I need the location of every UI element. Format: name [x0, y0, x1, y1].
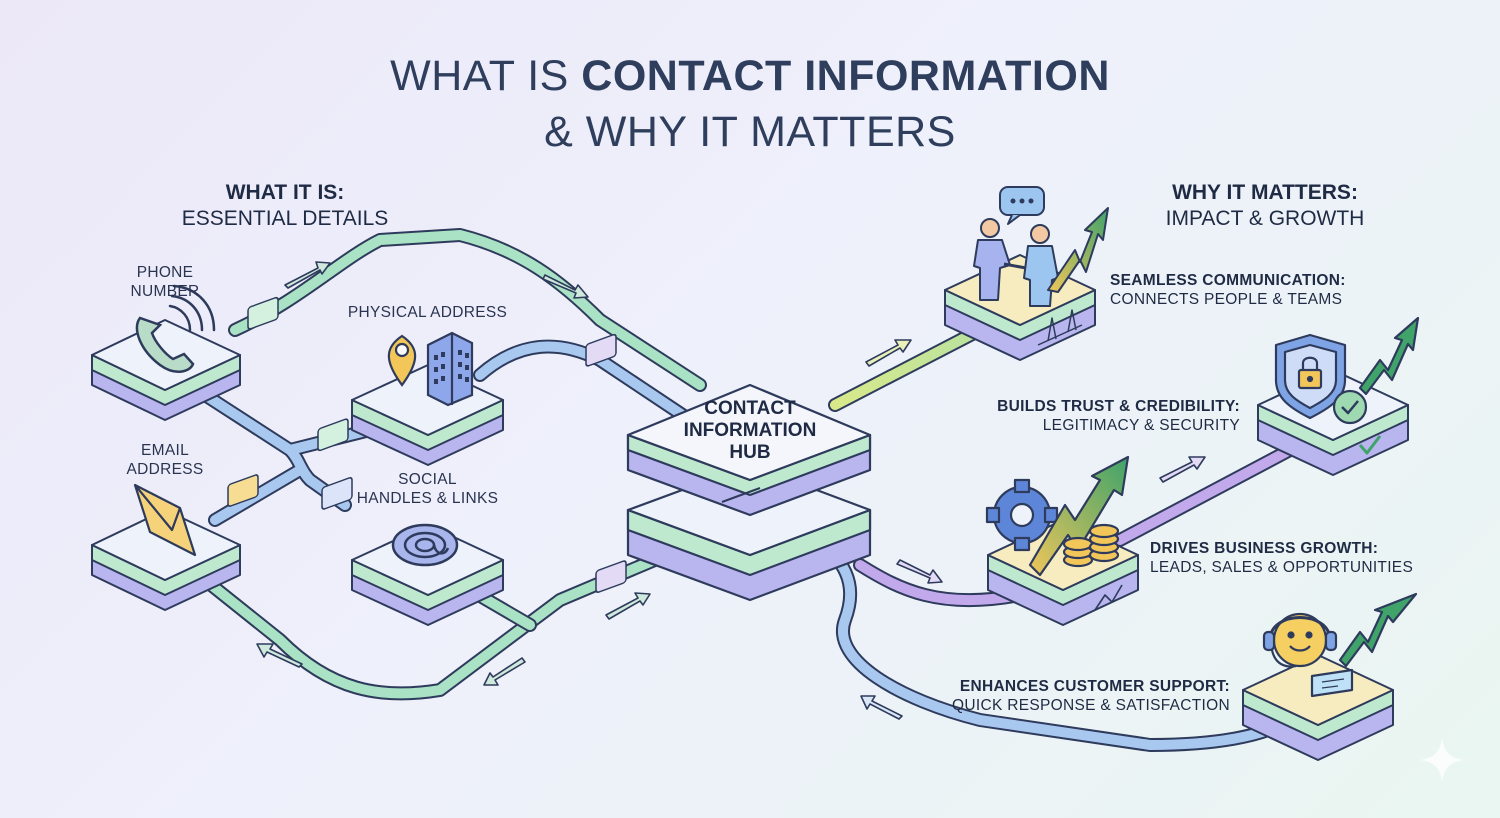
growth-detail: LEADS, SALES & OPPORTUNITIES — [1150, 559, 1414, 576]
coins-icon — [1062, 523, 1120, 568]
platform-phone — [91, 319, 241, 421]
pipe-network — [198, 228, 1297, 752]
social-label-line-1: SOCIAL — [398, 471, 457, 488]
left-section-header: WHAT IT IS: ESSENTIAL DETAILS — [150, 180, 420, 232]
email-label-line-1: EMAIL — [140, 442, 189, 459]
support-detail: QUICK RESPONSE & SATISFACTION — [952, 697, 1230, 714]
chat-dots-icon — [1010, 198, 1034, 204]
data-packet-card — [227, 474, 259, 507]
title-bold: CONTACT INFORMATION — [581, 52, 1110, 100]
check-circle-icon — [1332, 389, 1368, 425]
communication-label: SEAMLESS COMMUNICATION: CONNECTS PEOPLE … — [1110, 271, 1410, 309]
flow-arrow — [896, 559, 943, 584]
flow-arrow — [542, 274, 589, 299]
right-section-heading: WHY IT MATTERS: — [1172, 181, 1358, 204]
data-packet-card — [595, 560, 627, 593]
location-building-icon — [387, 331, 474, 407]
right-section-header: WHY IT MATTERS: IMPACT & GROWTH — [1130, 180, 1400, 232]
flow-arrow — [605, 592, 651, 620]
growth-arrow-icon — [1047, 207, 1109, 293]
gear-icon — [985, 478, 1059, 552]
page-title: WHAT IS CONTACT INFORMATION & WHY IT MAT… — [0, 48, 1500, 160]
envelope-icon — [133, 483, 197, 557]
checkmark-icon — [1358, 435, 1382, 455]
phone-label-line-1: PHONE — [136, 264, 194, 281]
hub-label: CONTACT INFORMATION HUB — [650, 398, 850, 464]
data-packet-card — [317, 418, 349, 452]
flow-arrow — [1159, 456, 1206, 483]
gear-coins-icon — [985, 455, 1130, 577]
bridge-icon — [1037, 309, 1083, 346]
flow-arrow — [284, 261, 331, 289]
communication-detail: CONNECTS PEOPLE & TEAMS — [1110, 291, 1343, 308]
growth-arrow-icon — [1338, 592, 1418, 668]
data-packet-card — [321, 476, 353, 510]
social-label-line-2: HANDLES & LINKS — [356, 490, 499, 507]
at-sign-icon — [391, 523, 459, 567]
title-prefix: WHAT IS — [390, 52, 582, 100]
flow-arrow — [256, 643, 303, 668]
email-label-line-2: ADDRESS — [126, 461, 204, 478]
communication-heading: SEAMLESS COMMUNICATION: — [1110, 272, 1346, 289]
email-label: EMAIL ADDRESS — [100, 441, 230, 479]
hub-label-line-3: HUB — [729, 442, 771, 463]
handshake-icon — [973, 186, 1109, 307]
growth-label: DRIVES BUSINESS GROWTH: LEADS, SALES & O… — [1150, 539, 1450, 577]
social-label: SOCIAL HANDLES & LINKS — [340, 470, 515, 508]
trust-detail: LEGITIMACY & SECURITY — [1042, 417, 1240, 434]
growth-arrow-icon — [1358, 316, 1420, 396]
phone-label-line-2: NUMBER — [130, 283, 200, 300]
hub-label-line-2: INFORMATION — [683, 420, 817, 441]
data-packet-card — [585, 333, 617, 367]
flow-arrow — [483, 657, 526, 686]
phone-icon — [135, 284, 216, 373]
platform-support — [1242, 654, 1394, 761]
trust-heading: BUILDS TRUST & CREDIBILITY: — [997, 398, 1240, 415]
right-section-subheading: IMPACT & GROWTH — [1165, 207, 1365, 230]
data-packet-card — [247, 296, 279, 330]
trust-label: BUILDS TRUST & CREDIBILITY: LEGITIMACY &… — [940, 397, 1240, 435]
mini-chart-icon — [1094, 584, 1123, 611]
growth-arrow-icon — [1028, 455, 1130, 577]
left-section-subheading: ESSENTIAL DETAILS — [181, 207, 389, 230]
flow-arrow — [860, 695, 903, 720]
sparkle-icon — [1420, 738, 1464, 782]
flow-arrows — [256, 261, 1206, 720]
left-section-heading: WHAT IT IS: — [225, 181, 345, 204]
hub-label-line-1: CONTACT — [704, 398, 796, 419]
platform-email — [91, 509, 241, 611]
support-heading: ENHANCES CUSTOMER SUPPORT: — [959, 678, 1230, 695]
hub-block — [626, 383, 872, 602]
phone-label: PHONE NUMBER — [100, 263, 230, 301]
title-line-2: & WHY IT MATTERS — [544, 108, 956, 156]
headset-smile-icon — [1262, 592, 1418, 698]
support-label: ENHANCES CUSTOMER SUPPORT: QUICK RESPONS… — [900, 677, 1230, 715]
ticket-icon — [1310, 668, 1354, 698]
flow-arrow — [865, 339, 912, 367]
data-packets — [227, 296, 627, 593]
address-label: PHYSICAL ADDRESS — [347, 304, 508, 321]
shield-lock-icon — [1274, 316, 1420, 425]
growth-heading: DRIVES BUSINESS GROWTH: — [1150, 540, 1379, 557]
